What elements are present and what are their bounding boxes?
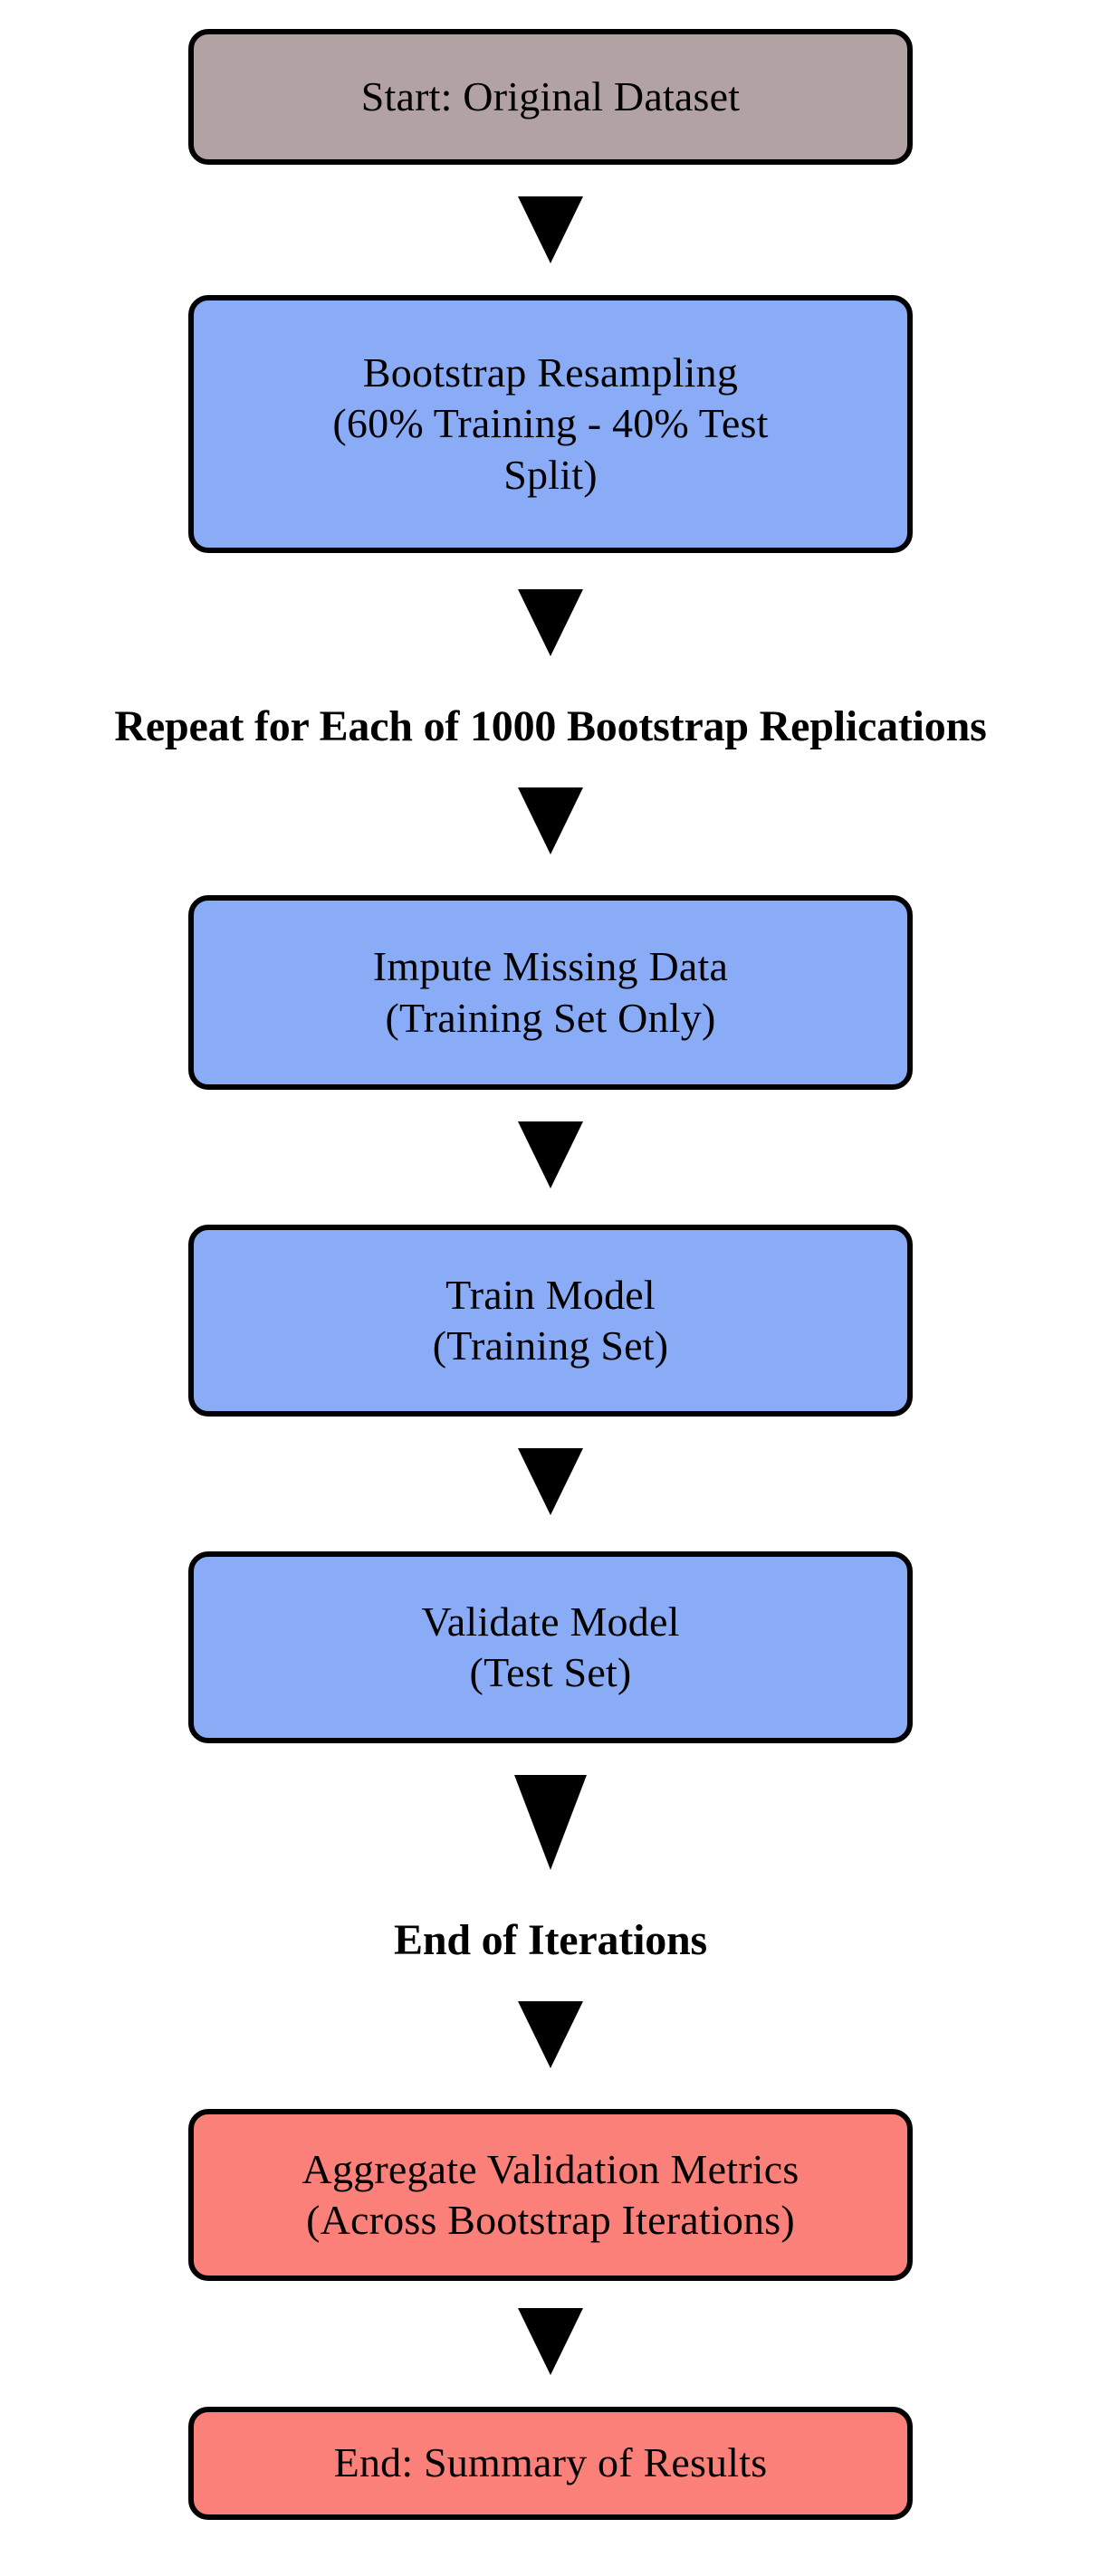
node-end-summary-of-results[interactable]: End: Summary of Results <box>188 2407 913 2520</box>
node-aggregate-line-1: Aggregate Validation Metrics <box>302 2145 799 2192</box>
arrow-down-icon-8 <box>518 2308 583 2375</box>
arrow-down-icon-2 <box>518 589 583 656</box>
node-train-line-2: (Training Set) <box>432 1322 669 1369</box>
node-impute-missing-data[interactable]: Impute Missing Data (Training Set Only) <box>188 895 913 1090</box>
arrow-down-icon-3 <box>518 787 583 854</box>
arrow-down-icon-4 <box>518 1121 583 1188</box>
arrow-down-icon-7 <box>518 2001 583 2068</box>
node-bootstrap-line-3: Split) <box>503 451 598 498</box>
node-aggregate-validation-metrics[interactable]: Aggregate Validation Metrics (Across Boo… <box>188 2109 913 2281</box>
arrow-down-icon-6 <box>514 1775 587 1870</box>
node-start-original-dataset[interactable]: Start: Original Dataset <box>188 29 913 165</box>
node-impute-line-1: Impute Missing Data <box>372 943 729 990</box>
node-validate-model[interactable]: Validate Model (Test Set) <box>188 1551 913 1743</box>
node-bootstrap-resampling[interactable]: Bootstrap Resampling (60% Training - 40%… <box>188 295 913 553</box>
arrow-down-icon-1 <box>518 196 583 263</box>
loop-label-end-of-iterations: End of Iterations <box>394 1916 707 1964</box>
node-impute-line-2: (Training Set Only) <box>385 994 716 1041</box>
node-validate-line-1: Validate Model <box>421 1598 680 1645</box>
node-validate-line-2: (Test Set) <box>469 1649 632 1695</box>
node-end-line-1: End: Summary of Results <box>333 2439 768 2486</box>
node-aggregate-line-2: (Across Bootstrap Iterations) <box>306 2197 795 2243</box>
loop-label-repeat: Repeat for Each of 1000 Bootstrap Replic… <box>114 702 987 750</box>
arrow-down-icon-5 <box>518 1448 583 1515</box>
node-bootstrap-line-1: Bootstrap Resampling <box>362 349 739 396</box>
node-bootstrap-line-2: (60% Training - 40% Test <box>332 400 769 447</box>
node-train-line-1: Train Model <box>445 1271 656 1318</box>
node-start-line-1: Start: Original Dataset <box>360 72 741 119</box>
node-train-model[interactable]: Train Model (Training Set) <box>188 1225 913 1417</box>
